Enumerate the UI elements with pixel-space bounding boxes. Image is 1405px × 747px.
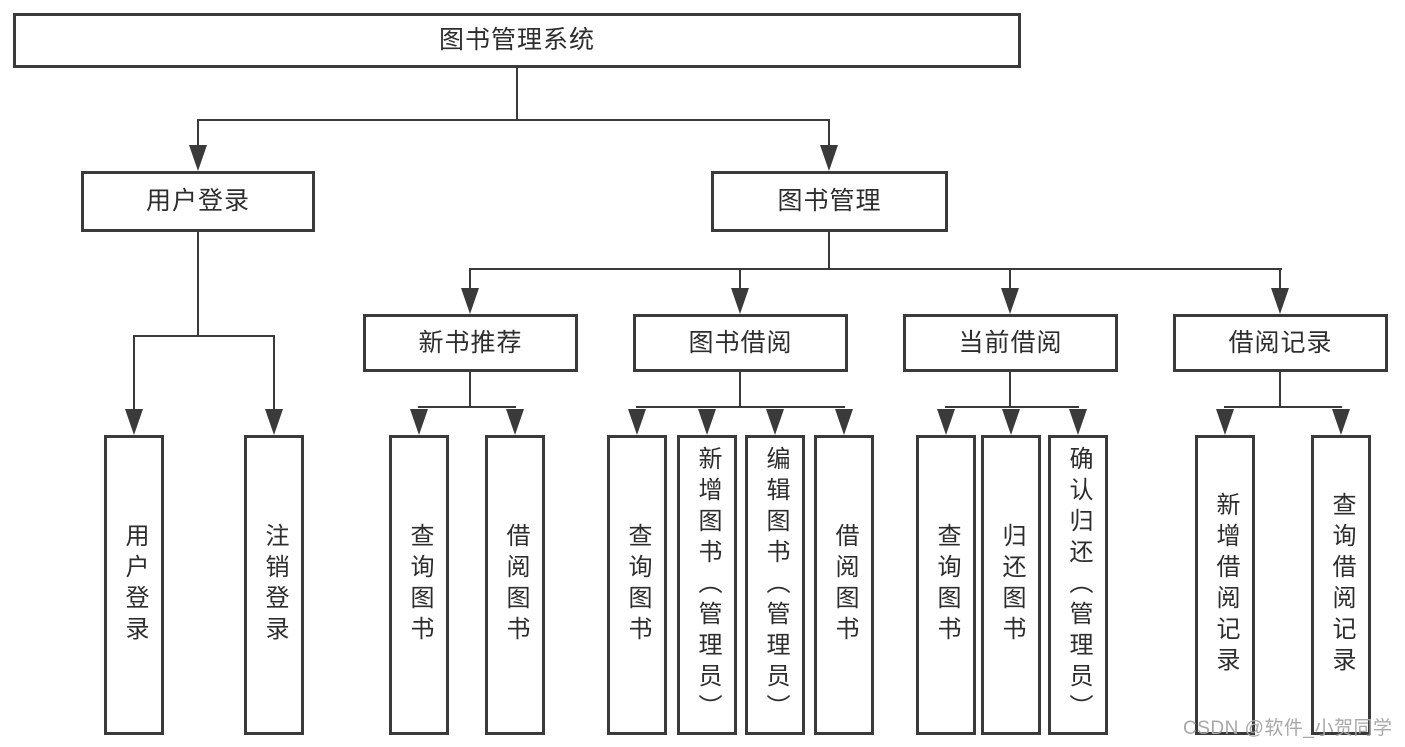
leaf-borrow-books: 借阅图书 bbox=[814, 435, 874, 735]
leaf-query-books-recommend: 查询图书 bbox=[389, 435, 449, 735]
arrowhead-down bbox=[189, 145, 207, 171]
connector-line bbox=[945, 406, 1079, 408]
watermark: CSDN @软件_小贺同学 bbox=[1183, 718, 1393, 739]
connector-line bbox=[197, 119, 830, 121]
connector-line bbox=[1279, 372, 1281, 407]
arrowhead-down bbox=[1002, 409, 1020, 435]
node-new-book-recommend: 新书推荐 bbox=[363, 314, 578, 372]
connector-line bbox=[739, 270, 741, 290]
connector-line bbox=[516, 68, 518, 119]
arrowhead-down bbox=[766, 409, 784, 435]
leaf-query-books-borrow: 查询图书 bbox=[607, 435, 667, 735]
node-user-login: 用户登录 bbox=[81, 171, 315, 232]
node-current-borrow: 当前借阅 bbox=[903, 314, 1118, 372]
leaf-edit-book-admin: 编辑图书（管理员） bbox=[745, 435, 805, 735]
connector-line bbox=[418, 406, 516, 408]
leaf-logout: 注销登录 bbox=[244, 435, 304, 735]
node-system: 图书管理系统 bbox=[13, 13, 1021, 68]
connector-line bbox=[636, 406, 845, 408]
arrowhead-down bbox=[628, 409, 646, 435]
leaf-user-login: 用户登录 bbox=[104, 435, 164, 735]
connector-line bbox=[197, 232, 199, 336]
arrowhead-down bbox=[1271, 288, 1289, 314]
connector-line bbox=[469, 372, 471, 407]
connector-line bbox=[469, 268, 1282, 270]
connector-line bbox=[739, 372, 741, 407]
arrowhead-down bbox=[125, 409, 143, 435]
leaf-query-borrow-record: 查询借阅记录 bbox=[1311, 435, 1371, 735]
leaf-return-books: 归还图书 bbox=[981, 435, 1041, 735]
connector-line bbox=[133, 337, 135, 411]
arrowhead-down bbox=[1332, 409, 1350, 435]
arrowhead-down bbox=[461, 288, 479, 314]
connector-line bbox=[273, 337, 275, 411]
arrowhead-down bbox=[1216, 409, 1234, 435]
connector-line bbox=[197, 121, 199, 147]
node-borrow-records: 借阅记录 bbox=[1173, 314, 1388, 372]
connector-line bbox=[828, 232, 830, 269]
connector-line bbox=[1224, 406, 1342, 408]
connector-line bbox=[828, 121, 830, 147]
arrowhead-down bbox=[1069, 409, 1087, 435]
connector-line bbox=[1009, 372, 1011, 407]
connector-line bbox=[469, 270, 471, 290]
leaf-query-books-current: 查询图书 bbox=[916, 435, 976, 735]
arrowhead-down bbox=[820, 145, 838, 171]
arrowhead-down bbox=[506, 409, 524, 435]
node-book-management: 图书管理 bbox=[711, 171, 948, 232]
arrowhead-down bbox=[410, 409, 428, 435]
arrowhead-down bbox=[698, 409, 716, 435]
arrowhead-down bbox=[1001, 288, 1019, 314]
arrowhead-down bbox=[731, 288, 749, 314]
connector-line bbox=[133, 335, 275, 337]
connector-line bbox=[1279, 270, 1281, 290]
arrowhead-down bbox=[265, 409, 283, 435]
leaf-add-book-admin: 新增图书（管理员） bbox=[677, 435, 737, 735]
leaf-confirm-return-admin: 确认归还（管理员） bbox=[1048, 435, 1108, 735]
connector-line bbox=[1009, 270, 1011, 290]
leaf-borrow-books-recommend: 借阅图书 bbox=[485, 435, 545, 735]
arrowhead-down bbox=[937, 409, 955, 435]
arrowhead-down bbox=[835, 409, 853, 435]
node-book-borrow: 图书借阅 bbox=[633, 314, 848, 372]
leaf-add-borrow-record: 新增借阅记录 bbox=[1195, 435, 1255, 735]
